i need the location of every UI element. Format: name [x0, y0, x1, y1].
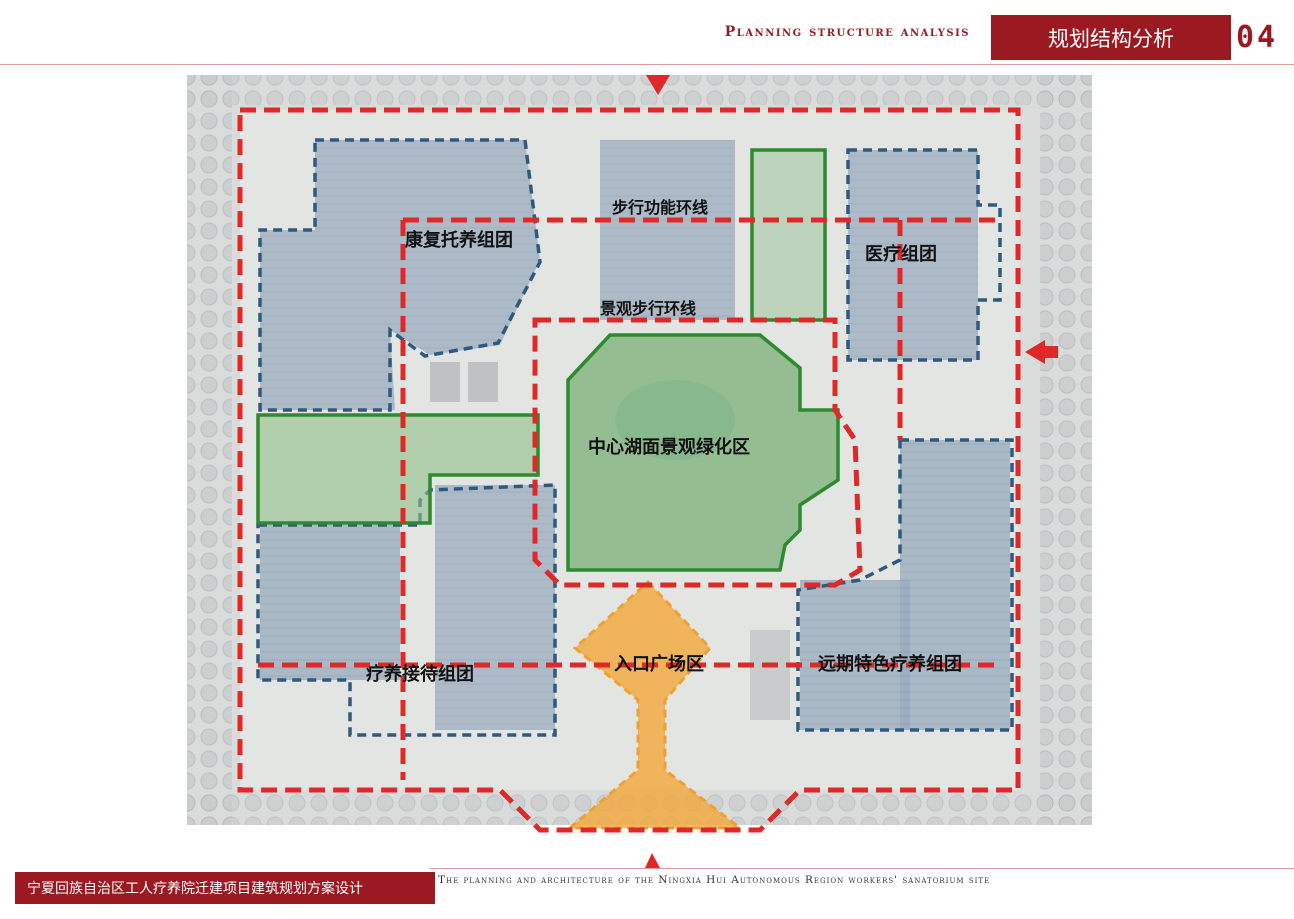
north-entrance-arrow-icon — [646, 75, 670, 95]
tree-belt-right — [1040, 75, 1092, 825]
green-strip-north — [750, 148, 827, 322]
page-number: 04 — [1236, 20, 1279, 55]
label-walk-loop: 步行功能环线 — [612, 198, 708, 217]
building-special — [900, 440, 1010, 730]
lake-water — [615, 380, 735, 460]
footer-project-en: The planning and architecture of the Nin… — [438, 874, 991, 886]
green-zones — [256, 148, 840, 572]
building-rehab — [260, 140, 540, 410]
green-strip-west — [256, 413, 540, 525]
building-small-b — [468, 362, 498, 402]
header-title-en: Planning structure analysis — [724, 24, 970, 40]
building-reception-b — [435, 485, 555, 730]
building-center-south — [750, 630, 790, 720]
red-loops — [237, 107, 1021, 833]
site-boundary-loop — [237, 107, 1021, 833]
label-special: 远期特色疗养组团 — [818, 653, 962, 675]
header-divider — [0, 64, 1294, 65]
footer-divider — [430, 868, 1294, 869]
label-landscape-loop: 景观步行环线 — [600, 299, 696, 318]
east-entrance-arrow-icon — [1025, 340, 1058, 364]
building-medical — [848, 150, 978, 360]
south-entrance-arrow-icon — [645, 853, 660, 868]
building-reception — [260, 525, 400, 680]
tree-belt-top — [187, 75, 1092, 105]
building-walk — [600, 140, 735, 320]
footer-project-cn: 宁夏回族自治区工人疗养院迁建项目建筑规划方案设计 — [15, 872, 435, 904]
label-reception: 疗养接待组团 — [366, 663, 474, 685]
building-special-b — [800, 580, 910, 730]
cluster-special — [796, 438, 1014, 732]
cluster-reception — [256, 483, 557, 737]
label-entrance: 入口广场区 — [614, 653, 704, 675]
landscape-walk-loop — [532, 317, 863, 588]
label-rehab: 康复托养组团 — [405, 229, 513, 251]
label-lake: 中心湖面景观绿化区 — [588, 436, 750, 458]
label-medical: 医疗组团 — [865, 243, 937, 265]
building-small-a — [430, 362, 460, 402]
tree-belt-left — [187, 75, 232, 825]
buildings — [260, 140, 1010, 730]
header-title-cn: 规划结构分析 — [991, 15, 1231, 60]
cluster-medical — [846, 148, 1002, 362]
